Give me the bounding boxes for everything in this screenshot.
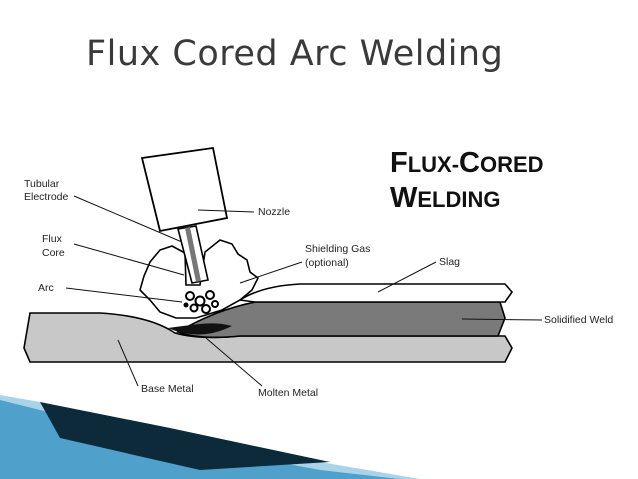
- label-electrode: Electrode: [24, 191, 69, 203]
- decorative-swoosh: [0, 395, 420, 479]
- slide-title: Flux Cored Arc Welding: [86, 34, 504, 74]
- diagram-heading-line1: FLUX-CORED: [390, 147, 544, 179]
- nozzle: [140, 146, 229, 233]
- arc-spatter: [183, 290, 219, 314]
- label-tubular: Tubular: [24, 178, 60, 190]
- diagram-heading-line2: WELDING: [390, 182, 501, 214]
- shielding-gas-cloud: [139, 239, 260, 319]
- label-core: Core: [42, 247, 65, 259]
- base-metal-plate: [23, 312, 513, 363]
- label-shielding-gas: Shielding Gas: [305, 243, 370, 255]
- tubular-electrode: [177, 225, 209, 284]
- label-molten-metal: Molten Metal: [258, 387, 318, 399]
- label-optional: (optional): [305, 257, 349, 269]
- label-solidified-weld: Solidified Weld: [544, 314, 613, 326]
- label-arc: Arc: [38, 282, 54, 294]
- leader-lines: [65, 195, 543, 387]
- label-base-metal: Base Metal: [141, 383, 194, 395]
- label-slag: Slag: [439, 256, 460, 268]
- molten-metal-pool: [168, 323, 232, 335]
- slag-layer: [237, 283, 514, 303]
- label-flux: Flux: [42, 233, 63, 245]
- label-nozzle: Nozzle: [258, 206, 290, 218]
